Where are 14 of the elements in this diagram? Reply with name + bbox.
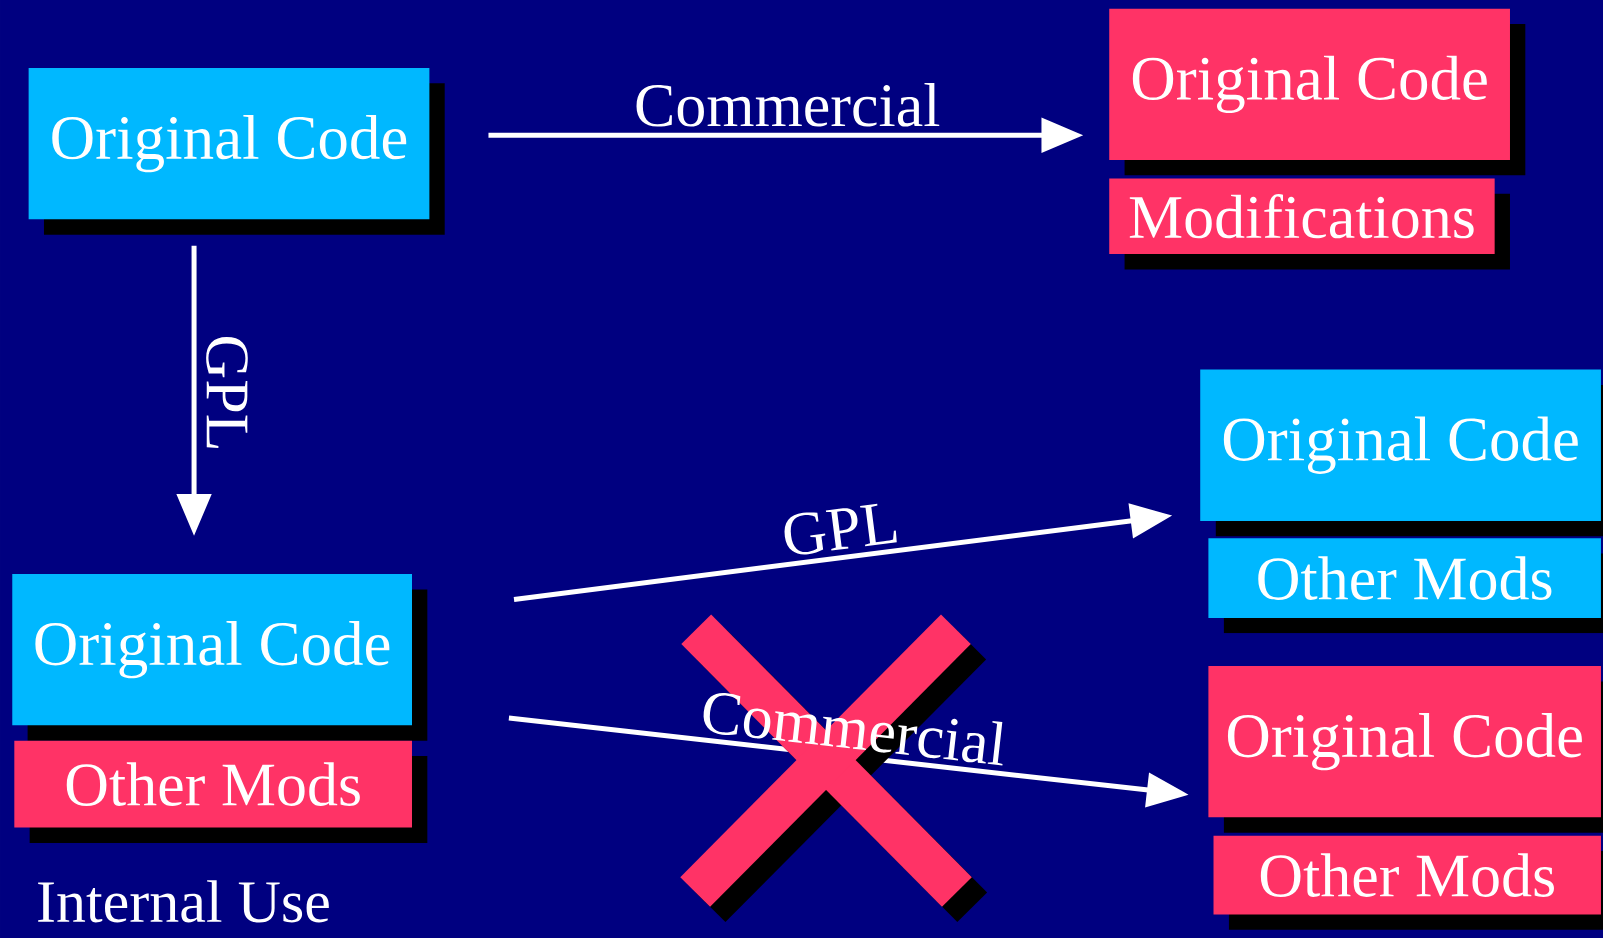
text-box: Other Mods bbox=[1208, 538, 1603, 634]
text-box: Modifications bbox=[1109, 178, 1510, 270]
text-box: Original Code bbox=[28, 68, 445, 235]
edge-label: GPL bbox=[204, 332, 250, 454]
caption-text: Internal Use bbox=[38, 880, 329, 923]
text-box: Other Mods bbox=[14, 740, 428, 843]
text-box: Original Code bbox=[12, 574, 428, 741]
edge-label: Commercial bbox=[631, 81, 943, 129]
text-box: Original Code bbox=[1109, 8, 1526, 176]
edge-label: GPL bbox=[777, 498, 904, 560]
text-box: Original Code bbox=[1200, 369, 1603, 537]
edge-label: Commercial bbox=[703, 693, 1003, 766]
text-box: Other Mods bbox=[1213, 835, 1603, 930]
text-box: Original Code bbox=[1208, 666, 1603, 833]
